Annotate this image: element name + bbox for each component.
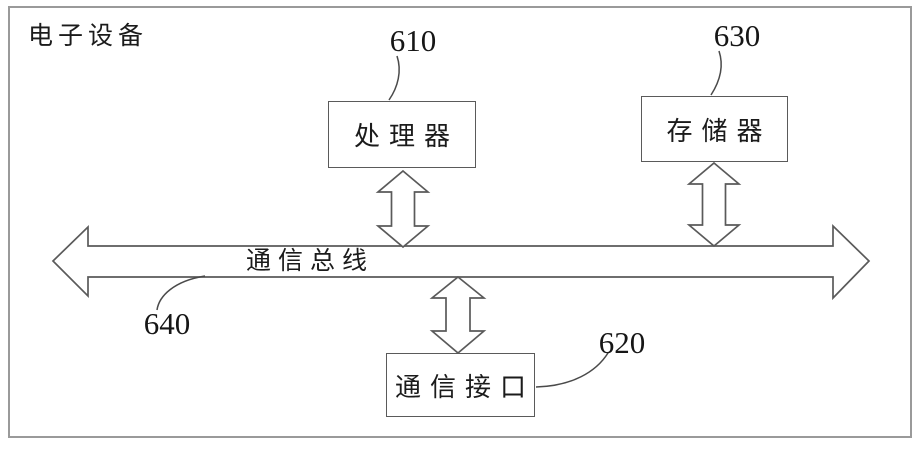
comm-interface-box: 通信接口 [386,353,535,417]
communication-bus-arrow [51,223,871,301]
diagram-title: 电子设备 [28,23,149,50]
ref-number-comm-interface: 620 [598,325,646,360]
processor-bus-arrow [375,169,431,249]
comm-interface-label: 通信接口 [395,372,536,402]
memory-bus-arrow [686,161,742,248]
ref-number-processor: 610 [389,23,437,58]
memory-box: 存储器 [641,96,788,162]
processor-label: 处理器 [353,122,459,151]
processor-box: 处理器 [328,101,476,168]
leader-line-620 [535,352,609,388]
leader-line-630 [710,50,722,96]
leader-line-640 [156,275,206,311]
communication-bus-label: 通信总线 [245,248,374,275]
ref-number-memory: 630 [713,18,761,53]
ref-number-bus: 640 [143,306,191,341]
comm-interface-bus-arrow [429,275,487,355]
memory-label: 存储器 [666,116,772,146]
leader-line-610 [388,55,400,101]
diagram-outer-frame [8,6,912,438]
